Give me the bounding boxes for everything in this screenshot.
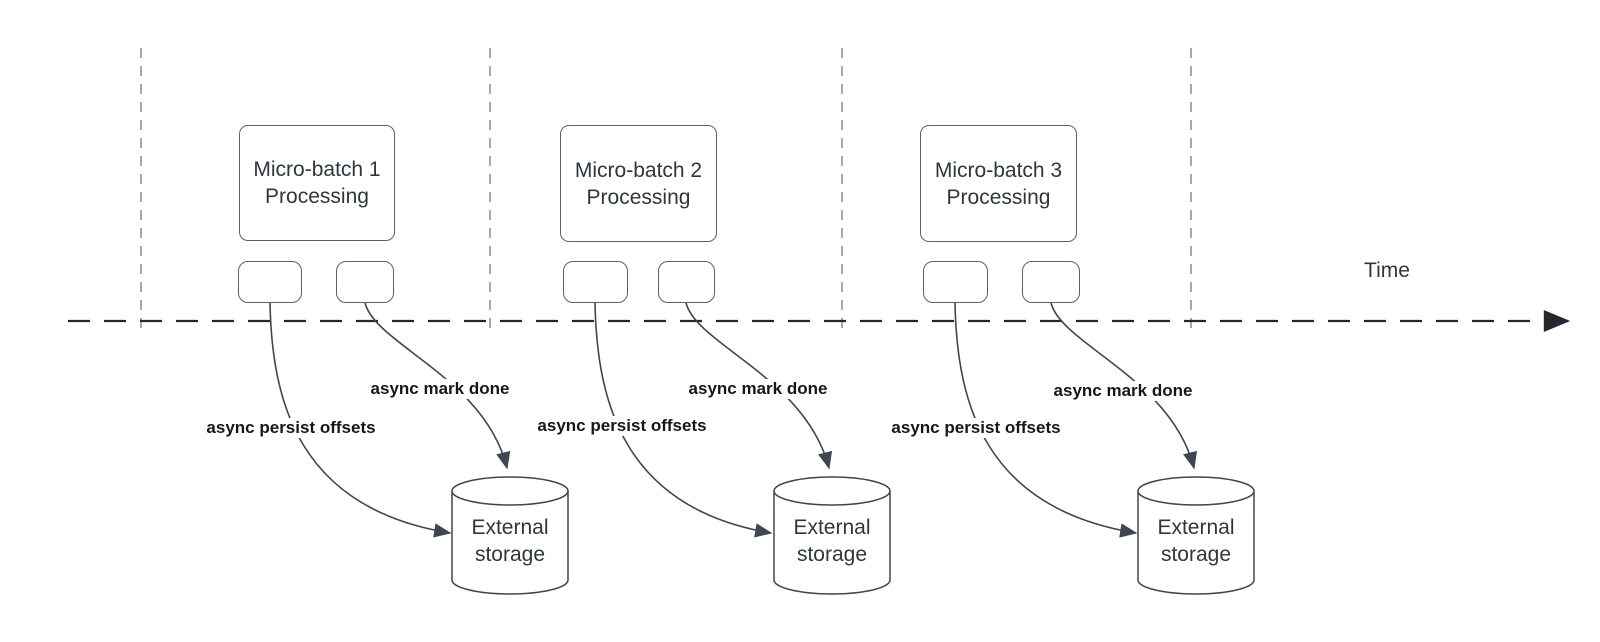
mark-done-label-1: async mark done <box>367 379 513 399</box>
micro-batch-2-processing-box: Micro-batch 2 Processing <box>560 125 717 242</box>
external-storage-label-3: External storage <box>1157 516 1235 566</box>
persist-offsets-label-1: async persist offsets <box>203 418 379 438</box>
storage-cylinder-3 <box>1137 476 1255 595</box>
micro-batch-2-label: Micro-batch 2 Processing <box>574 158 703 209</box>
mark-done-label-2: async mark done <box>685 379 831 399</box>
persist-offsets-label-3: async persist offsets <box>888 418 1064 438</box>
offset-range-box-3b <box>1022 261 1080 303</box>
time-axis-label: Time <box>1364 259 1410 282</box>
persist-offsets-label-2: async persist offsets <box>534 416 710 436</box>
persist-offsets-arrow-3 <box>954 302 1138 538</box>
mark-done-arrow-3 <box>1050 302 1198 470</box>
offset-range-box-1b <box>336 261 394 303</box>
mark-done-label-3: async mark done <box>1050 381 1196 401</box>
offset-range-box-3a <box>923 261 988 303</box>
external-storage-label-2: External storage <box>793 516 871 566</box>
micro-batch-1-processing-box: Micro-batch 1 Processing <box>239 125 395 241</box>
storage-cylinder-2 <box>773 476 891 595</box>
mark-done-arrow-1 <box>364 302 511 470</box>
micro-batch-3-processing-box: Micro-batch 3 Processing <box>920 125 1077 242</box>
mark-done-arrow-2 <box>685 302 833 470</box>
persist-offsets-arrow-1 <box>269 302 452 538</box>
micro-batch-3-label: Micro-batch 3 Processing <box>934 158 1063 209</box>
offset-range-box-2a <box>563 261 628 303</box>
micro-batch-1-label: Micro-batch 1 Processing <box>253 158 381 208</box>
offset-range-box-2b <box>658 261 715 303</box>
persist-offsets-arrow-2 <box>594 302 773 538</box>
offset-range-box-1a <box>238 261 302 303</box>
storage-cylinder-1 <box>451 476 569 595</box>
external-storage-label-1: External storage <box>471 516 549 566</box>
